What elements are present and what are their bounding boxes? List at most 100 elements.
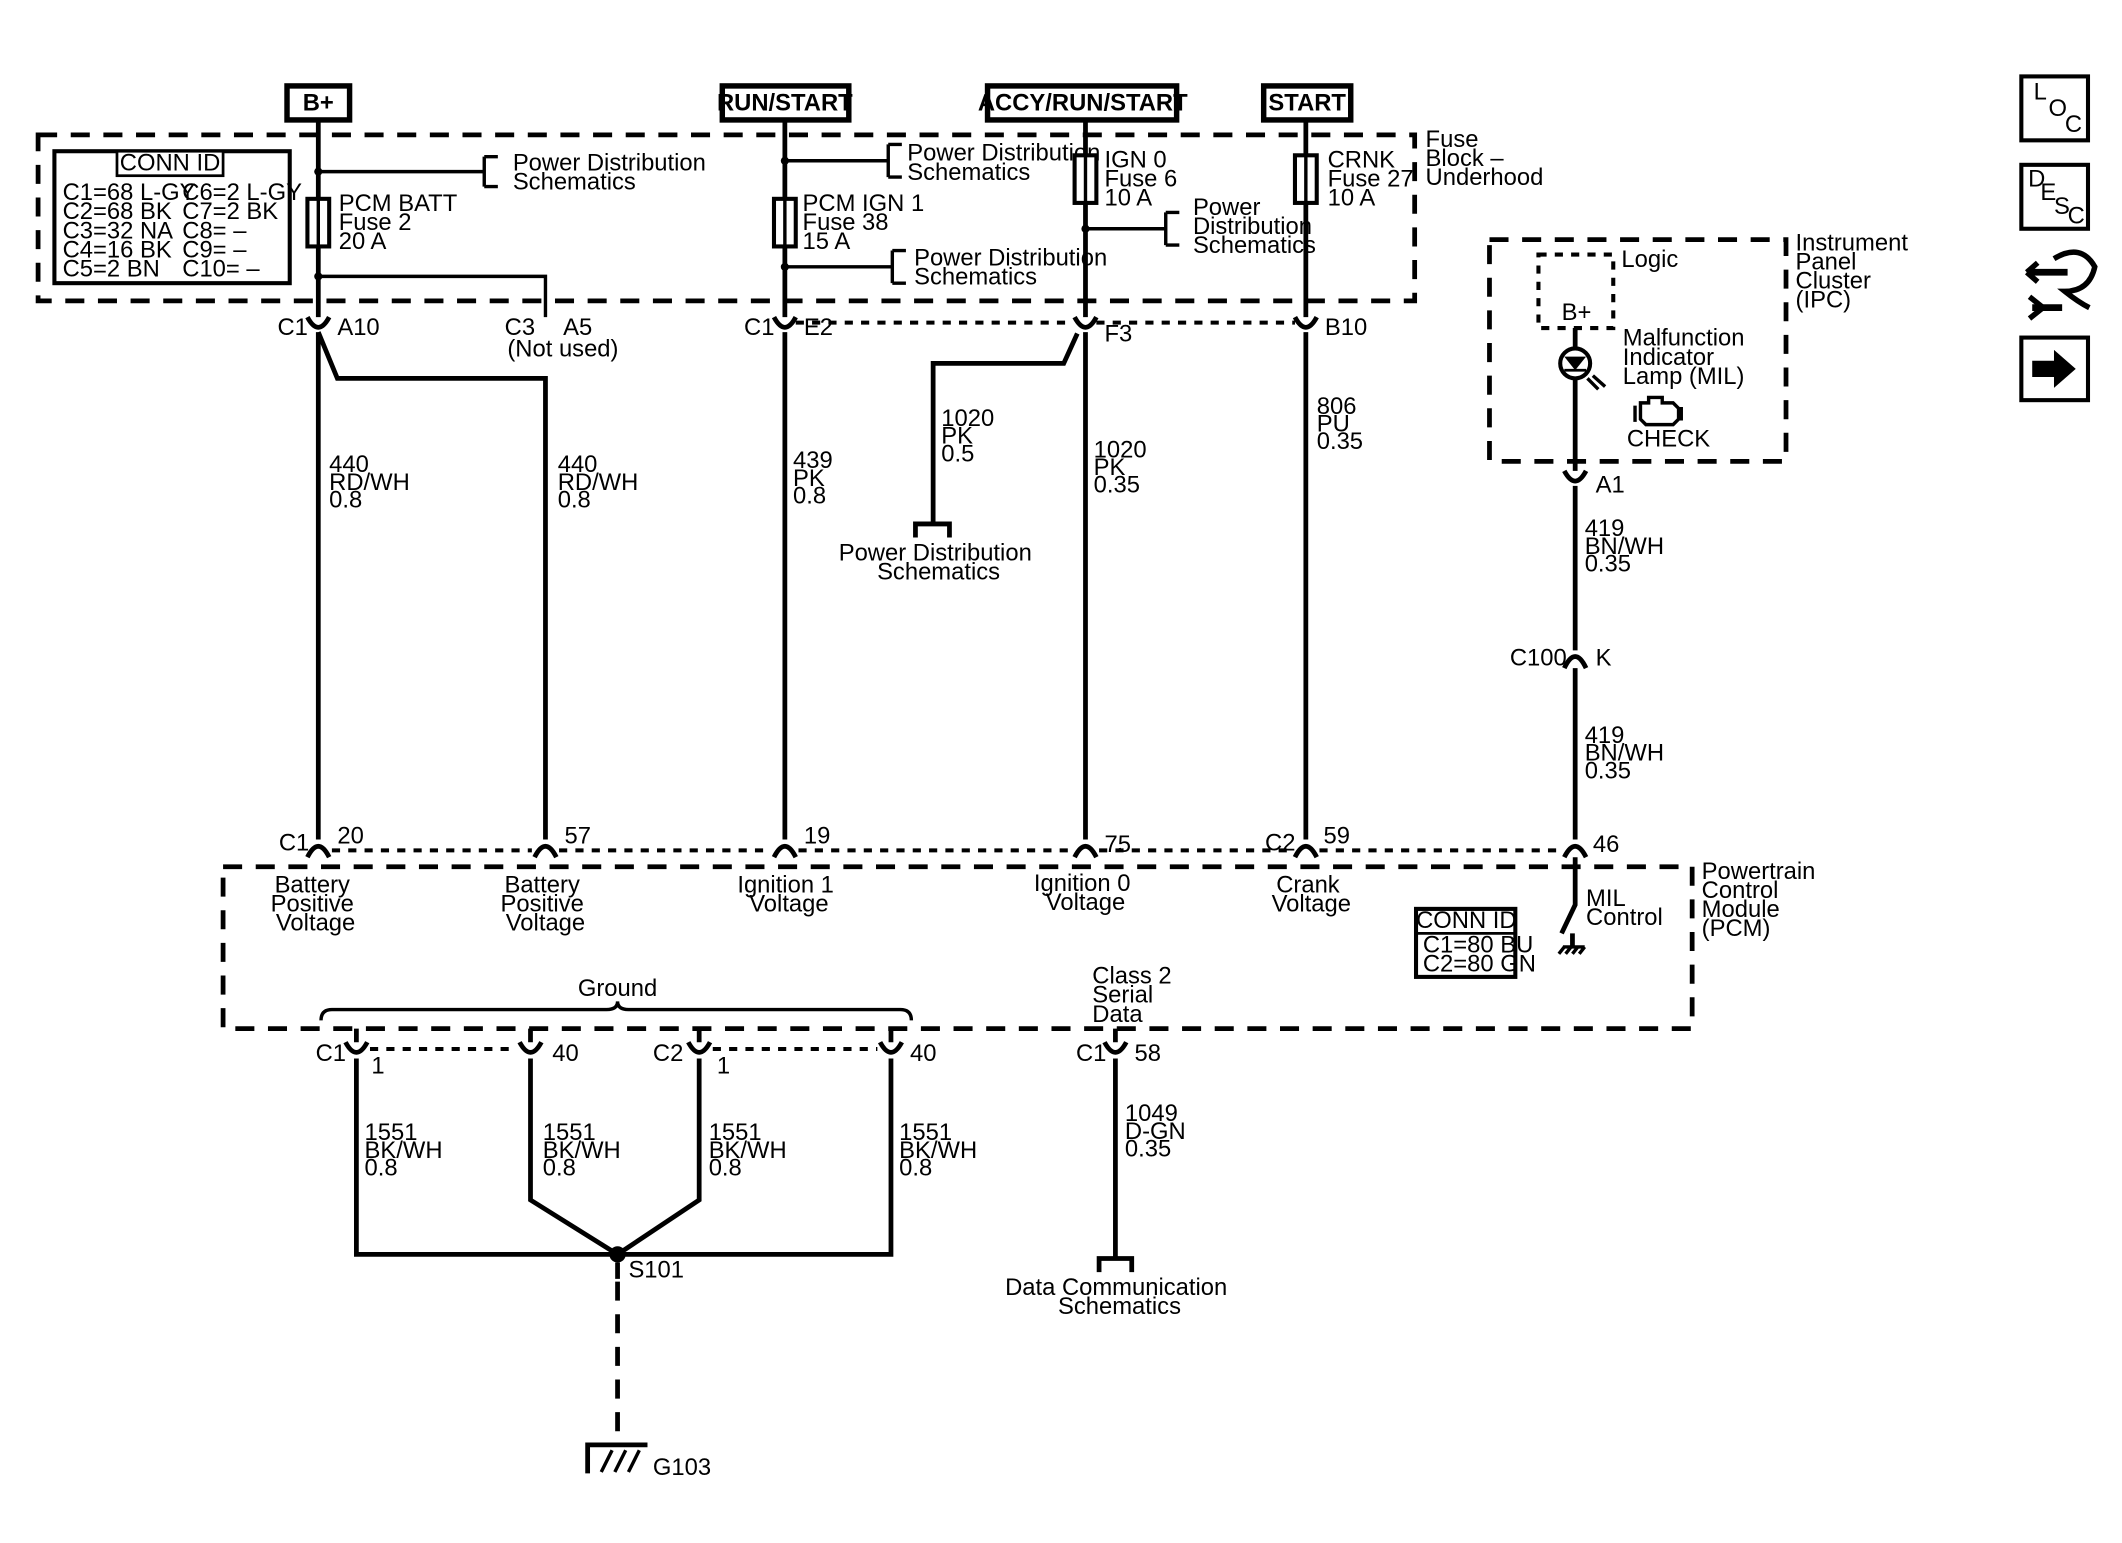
ground-pin-1-symbol [343, 1040, 370, 1055]
fuse-line: 10 A [1328, 185, 1376, 212]
pcm-pin-46-symbol [1562, 844, 1589, 859]
pin-label: 57 [565, 823, 591, 850]
wire-1551-label: 1551 BK/WH 0.8 [365, 1119, 450, 1181]
power-distribution-ref-symbol [913, 521, 952, 538]
pin-label: 59 [1324, 823, 1350, 850]
pcm-input-line: Battery [504, 872, 579, 899]
wire-line: 0.8 [543, 1154, 576, 1181]
accy-run-start-circuit: IGN 0 Fuse 6 10 A Power Distribution Sch… [839, 119, 1319, 840]
data-communication-ref[interactable]: Data Communication Schematics [1005, 1274, 1234, 1320]
mil-lamp-icon [1558, 346, 1607, 391]
conn-id-entry: C9= – [182, 236, 247, 263]
connector-pin-label: A5 [563, 314, 592, 341]
power-distribution-ref[interactable]: Power Distribution Schematics [914, 244, 1114, 290]
wire-line: PK [1094, 454, 1126, 481]
ipc-boundary [1487, 237, 1789, 464]
ground-brace [319, 1001, 914, 1021]
ipc-title-line: Cluster [1796, 268, 1871, 295]
power-distribution-ref[interactable]: Power Distribution Schematics [513, 149, 713, 195]
pin-label: 1 [717, 1052, 730, 1079]
connector-label: C1 [279, 829, 309, 856]
wire-line: 0.35 [1317, 428, 1363, 455]
mil-label-line: Malfunction [1623, 325, 1745, 352]
fuse-line: 15 A [803, 228, 851, 255]
connector-c100-label: C100 [1510, 644, 1567, 671]
mil-control-label: MIL Control [1586, 885, 1663, 931]
connector-c1-a10-symbol [305, 315, 332, 330]
loc-letter: L [2034, 79, 2047, 106]
wire-line: 0.5 [941, 440, 974, 467]
pcm-pin-20-symbol [305, 844, 332, 859]
power-distribution-ref[interactable]: Power Distribution Schematics [907, 140, 1107, 186]
ground-g103-label: G103 [653, 1454, 711, 1481]
pcm-pin-75-symbol [1072, 844, 1099, 859]
ground-pin-40-symbol [517, 1040, 544, 1055]
wire-line: BK/WH [899, 1137, 977, 1164]
fuse-ign0-label: IGN 0 Fuse 6 10 A [1105, 147, 1184, 212]
conn-id-entry: C1=68 L-GY [63, 179, 196, 206]
pin-label: 1 [371, 1052, 384, 1079]
wire-line: RD/WH [329, 469, 410, 496]
conn-id-table-fuse-block: CONN ID C1=68 L-GY C2=68 BK C3=32 NA C4=… [52, 149, 302, 286]
wire-line: 419 [1585, 515, 1625, 542]
wire-439-label: 439 PK 0.8 [793, 447, 839, 509]
not-used-label: (Not used) [507, 336, 618, 363]
pcm-title-line: Powertrain [1702, 858, 1816, 885]
power-distribution-ref[interactable]: Power Distribution Schematics [839, 540, 1039, 586]
connector-c1-58-symbol [1102, 1040, 1129, 1055]
pcm-module: Powertrain Control Module (PCM) C1 20 57… [220, 823, 1816, 1031]
conn-id-entry: C7=2 BK [182, 198, 278, 225]
fuse-line: 10 A [1105, 185, 1153, 212]
wire-line: PK [793, 465, 825, 492]
desc-button[interactable]: D E S C [2019, 162, 2091, 231]
desc-letter: S [2054, 193, 2070, 220]
connector-view-icon[interactable] [2024, 249, 2098, 321]
connector-label: C2 [653, 1040, 683, 1067]
pcm-input-line: Voltage [1046, 889, 1125, 916]
wire-line: 1551 [365, 1119, 418, 1146]
desc-letter: C [2068, 202, 2085, 229]
ground-pin-1-symbol [686, 1040, 713, 1055]
wire-419-label: 419 BN/WH 0.35 [1585, 515, 1671, 577]
wire-1551-label: 1551 BK/WH 0.8 [709, 1119, 794, 1181]
conn-id-title: CONN ID [1416, 907, 1516, 934]
ground-label: Ground [578, 975, 657, 1002]
ref-line: Power Distribution [914, 244, 1107, 271]
ground-pin-40-symbol [877, 1040, 904, 1055]
wire-line: 0.35 [1125, 1135, 1171, 1162]
connector-label: C1 [744, 314, 774, 341]
desc-letter: D [2028, 166, 2045, 193]
ipc-logic-label: Logic [1621, 246, 1678, 273]
loc-letter: C [2065, 111, 2082, 138]
ref-line: Schematics [914, 264, 1037, 291]
class2-line: Data [1092, 1001, 1143, 1028]
fuse-line: IGN 0 [1105, 147, 1167, 174]
wire-line: 440 [329, 451, 369, 478]
ipc-title-line: (IPC) [1796, 287, 1852, 314]
power-distribution-ref[interactable]: Power Distribution Schematics [1193, 194, 1319, 259]
ref-line: Schematics [907, 159, 1030, 186]
fuse-line: Fuse 2 [339, 209, 412, 236]
wire-line: 1551 [709, 1119, 762, 1146]
fuse-line: PCM IGN 1 [803, 190, 925, 217]
ref-line: Schematics [1193, 232, 1316, 259]
start-circuit: CRNK Fuse 27 10 A B10 806 PU 0.35 [1292, 119, 1414, 840]
class2-data-circuit: C1 58 1049 D-GN 0.35 Data Communication … [1005, 1028, 1234, 1320]
wire-line: 0.35 [1585, 757, 1631, 784]
fuse-block-label: Fuse Block – Underhood [1426, 126, 1544, 191]
wire-419-label: 419 BN/WH 0.35 [1585, 722, 1671, 784]
power-source-bplus: B+ [284, 83, 353, 123]
loc-button[interactable]: L O C [2019, 74, 2091, 143]
wire-1020-label: 1020 PK 0.35 [1094, 436, 1154, 498]
connector-c100-symbol [1562, 654, 1589, 670]
wire-806-label: 806 PU 0.35 [1317, 393, 1363, 455]
wire-line: 440 [558, 451, 598, 478]
fuse-line: Fuse 6 [1105, 166, 1178, 193]
next-page-button[interactable] [2019, 335, 2091, 403]
power-source-label: START [1268, 89, 1346, 116]
pcm-input-battery-positive: Battery Positive Voltage [500, 872, 590, 937]
wire-1049-label: 1049 D-GN 0.35 [1125, 1100, 1192, 1162]
ipc-title-line: Panel [1796, 249, 1857, 276]
mil-label-line: Indicator [1623, 344, 1714, 371]
